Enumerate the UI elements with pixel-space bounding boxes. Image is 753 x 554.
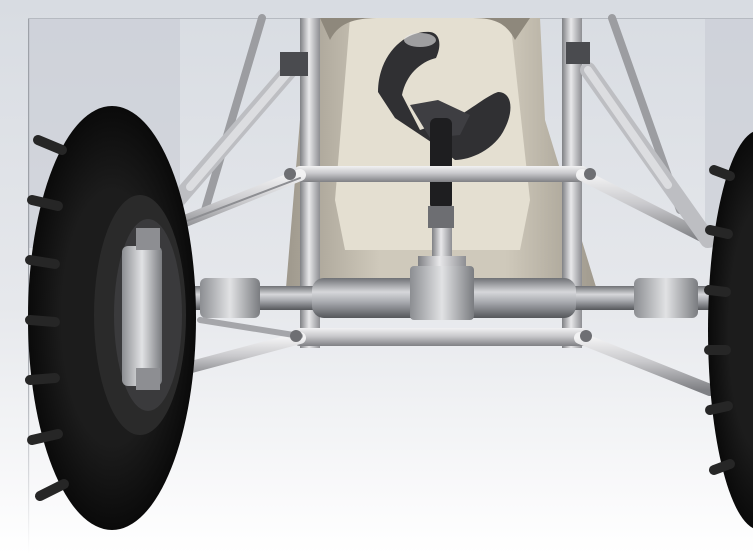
left-cv-joint (200, 278, 260, 318)
right-wheel-icon (704, 131, 753, 529)
shock-absorber-right-icon (566, 42, 716, 248)
left-wheel-icon (25, 106, 196, 530)
steering-ujoint-upper (428, 206, 454, 228)
left-border-line (28, 18, 30, 554)
left-hub (122, 246, 162, 386)
steering-ujoint-lower (432, 228, 452, 256)
frame-joints (284, 168, 596, 342)
steering-column (430, 118, 452, 210)
drive-axle-icon (170, 266, 720, 320)
right-cv-joint (634, 278, 698, 318)
front-frame (294, 18, 588, 348)
